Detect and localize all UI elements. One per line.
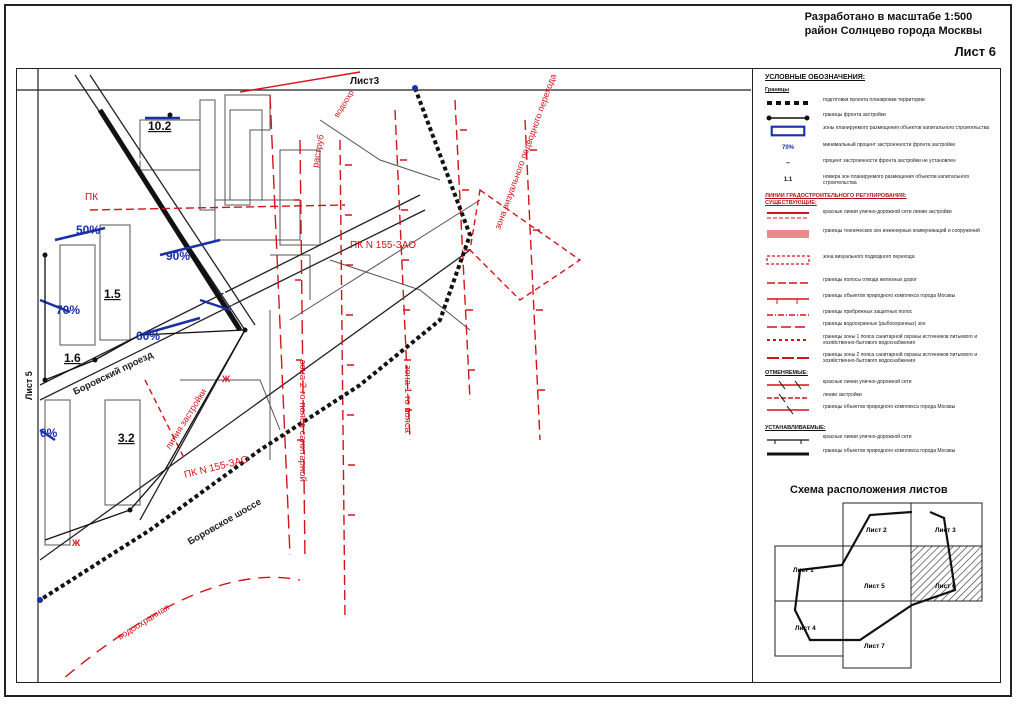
legend-item: подготовки проекта планировки территории: [761, 97, 997, 109]
scheme-cell: [842, 545, 912, 602]
legend-item: границы полосы отвода железных дорог: [761, 277, 997, 289]
street-borovsky-proezd: Боровский проезд: [71, 349, 155, 397]
legend-section-cancel: ОТМЕНЯЕМЫЕ:: [765, 370, 808, 376]
title-block: Разработано в масштабе 1:500 район Солнц…: [805, 10, 982, 38]
legend-symbol: [767, 101, 809, 105]
plot-number: 3.2: [118, 431, 135, 445]
legend-section-regs: ЛИНИИ ГРАДОСТРОИТЕЛЬНОГО РЕГУЛИРОВАНИЯ:: [765, 193, 907, 199]
scheme-boundary: [793, 510, 957, 642]
legend-item: – процент застроенности фронта застройки…: [786, 158, 956, 167]
scheme-label: Лист 7: [864, 643, 885, 650]
district-note: район Солнцево города Москвы: [804, 25, 982, 37]
legend-symbol: [767, 212, 809, 219]
legend-symbol: [767, 439, 809, 444]
legend-item: красные линии улично-дорожной сети линии…: [761, 209, 997, 221]
legend-item: зона визуального подводного перехода: [761, 254, 997, 266]
zh-label: Ж: [221, 374, 231, 384]
legend-item: границы технических зон инженерных комму…: [761, 228, 997, 240]
street-hatch-inner: [107, 109, 249, 331]
pk-label-bottom: ПК N 155-ЗАО: [183, 454, 250, 481]
map-canvas[interactable]: Лист3 Лист 5 Боровский проезд Боровское …: [17, 69, 751, 682]
sheet-top-label: Лист3: [350, 76, 380, 87]
vodookhrannaya-label: водоохранная: [116, 602, 171, 642]
legend-symbol: [767, 380, 809, 390]
legend-item: линии застройки: [761, 392, 997, 404]
legend-panel: УСЛОВНЫЕ ОБОЗНАЧЕНИЯ: Границы подготовки…: [752, 68, 1001, 683]
scheme-label: Лист 3: [935, 527, 956, 534]
percent-label: 90%: [166, 249, 190, 263]
percent-label: 50%: [76, 223, 100, 237]
zh-label: Ж: [71, 538, 81, 548]
drawing-sheet: [4, 4, 1012, 697]
map-frame: [16, 68, 1001, 683]
legend-item: зоны планируемого размещения объектов ка…: [761, 125, 997, 139]
scheme-label: Лист 6: [935, 583, 956, 590]
legend-symbol: [766, 115, 810, 121]
legend-symbol: [767, 230, 809, 238]
legend-symbol: [767, 326, 809, 328]
legend-symbol: [767, 357, 809, 359]
legend-item: границы водоохранных (рыбоохранных) зон: [761, 321, 997, 333]
plot-number: 10.2: [148, 119, 172, 133]
scheme-cell: [842, 502, 912, 547]
scheme-label: Лист 1: [793, 567, 814, 574]
zone-2-belt-label: зона 2-го пояса санитарной: [297, 360, 308, 482]
sheet-left-label: Лист 5: [24, 371, 34, 400]
legend-symbol: [767, 339, 809, 341]
legend-symbol: [767, 405, 809, 415]
legend-item: границы зоны 1 пояса санитарной охраны и…: [761, 334, 997, 346]
legend-section-borders: Границы: [765, 87, 790, 93]
legend-item: 70% минимальный процент застроенности фр…: [781, 142, 955, 151]
scheme-label: Лист 5: [864, 583, 885, 590]
boundary-node: [37, 597, 43, 603]
project-boundary: [38, 87, 473, 602]
legend-symbol: [767, 282, 809, 284]
plot-number: 1.6: [64, 351, 81, 365]
legend-symbol: [767, 452, 809, 456]
build-line-label: линия застройки: [163, 387, 208, 451]
legend-symbol: [766, 255, 810, 265]
percent-label: 0%: [40, 426, 58, 440]
pk-label-short: ПК: [85, 192, 98, 203]
zone-visual-label: зона визуального подводного перехода: [492, 73, 558, 231]
legend-item: границы фронта застройки: [761, 112, 997, 124]
scheme-label: Лист 2: [866, 527, 887, 534]
legend-symbol: [767, 314, 809, 316]
pk-label-top: ПК N 155-ЗАО: [350, 240, 416, 251]
legend-item: красные линии улично-дорожной сети: [761, 434, 997, 446]
legend-item: границы объектов природного комплекса го…: [761, 293, 997, 305]
zone-nodes: [42, 112, 248, 513]
scheme-label: Лист 4: [795, 625, 816, 632]
boundary-node: [412, 85, 418, 91]
red-boundary-lines: [58, 71, 582, 682]
rastrub-label: раструб: [310, 134, 326, 169]
zone-outline: [44, 255, 247, 541]
street-hatch: [97, 108, 243, 332]
plot-number: 1.5: [104, 287, 121, 301]
legend-item: границы прибрежных защитных полос: [761, 309, 997, 321]
zone-1-belt-label: зона 1-го пояса: [402, 365, 413, 434]
street-borovskoe-shosse: Боровское шоссе: [186, 497, 263, 548]
legend-title: УСЛОВНЫЕ ОБОЗНАЧЕНИЯ:: [765, 74, 866, 81]
sheet-layout-scheme: Лист 2 Лист 3 Лист 1 Лист 5 Лист 6 Лист …: [774, 502, 983, 669]
legend-item: границы объектов природного комплекса го…: [761, 404, 997, 416]
legend-symbol: [767, 298, 809, 304]
percent-label: 70%: [56, 303, 80, 317]
legend-symbol: [770, 125, 806, 137]
legend-item: 1.1 номера зон планируемого размещения о…: [783, 174, 970, 186]
scheme-cell: [842, 600, 912, 669]
scheme-title: Схема расположения листов: [790, 484, 948, 496]
legend-item: границы зоны 2 пояса санитарной охраны и…: [761, 352, 997, 364]
scale-note: Разработано в масштабе 1:500: [804, 11, 973, 23]
legend-section-establish: УСТАНАВЛИВАЕМЫЕ:: [765, 425, 826, 431]
legend-symbol: [767, 393, 809, 403]
legend-item: красные линии улично-дорожной сети: [761, 379, 997, 391]
sheet-number: Лист 6: [954, 44, 996, 59]
building-outlines: [44, 94, 481, 546]
vodoohr-top-label: водоохр: [332, 88, 356, 119]
percent-label: 60%: [136, 329, 160, 343]
red-tick-marks: [294, 129, 545, 516]
legend-item: границы объектов природного комплекса го…: [761, 448, 997, 460]
legend-section-existing: СУЩЕСТВУЮЩИЕ:: [765, 200, 817, 206]
